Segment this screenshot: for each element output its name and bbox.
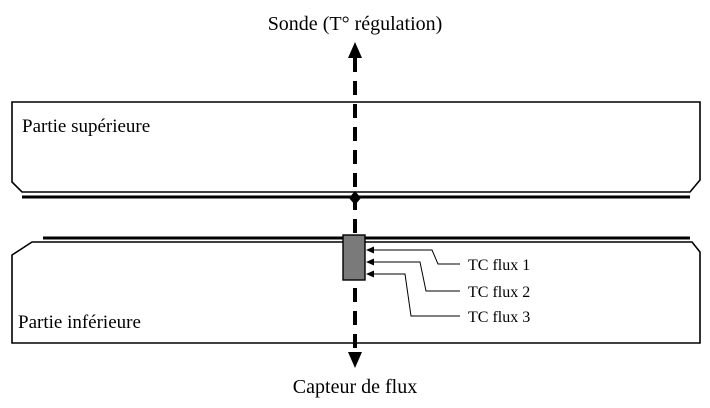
lower-part-label: Partie inférieure	[18, 312, 141, 333]
lower-part: Partie inférieure	[11, 236, 701, 344]
tc-flux-3-leader	[372, 273, 460, 317]
flux-sensor-label: Capteur de flux	[293, 376, 417, 398]
tc-flux-1-label: TC flux 1	[468, 257, 530, 274]
upper-part-outline	[11, 101, 701, 193]
tc-flux-2-arrow-icon	[366, 258, 374, 266]
tc-flux-2-label: TC flux 2	[468, 284, 530, 301]
probe-point-icon	[349, 191, 361, 205]
arrow-down-icon	[348, 352, 362, 368]
thermocouple-leaders	[366, 246, 460, 317]
tc-flux-3-label: TC flux 3	[468, 309, 530, 326]
flux-sensor-block	[342, 234, 366, 281]
tc-flux-1-arrow-icon	[366, 246, 374, 254]
tc-flux-2-leader	[372, 261, 460, 292]
probe-label: Sonde (T° régulation)	[268, 13, 443, 35]
tc-flux-1-leader	[372, 249, 460, 265]
tc-flux-3-arrow-icon	[366, 270, 374, 278]
upper-part-label: Partie supérieure	[22, 116, 150, 137]
vertical-axis	[348, 42, 362, 368]
upper-part: Partie supérieure	[11, 101, 701, 199]
arrow-up-icon	[348, 42, 362, 58]
lower-part-outline	[11, 241, 701, 344]
